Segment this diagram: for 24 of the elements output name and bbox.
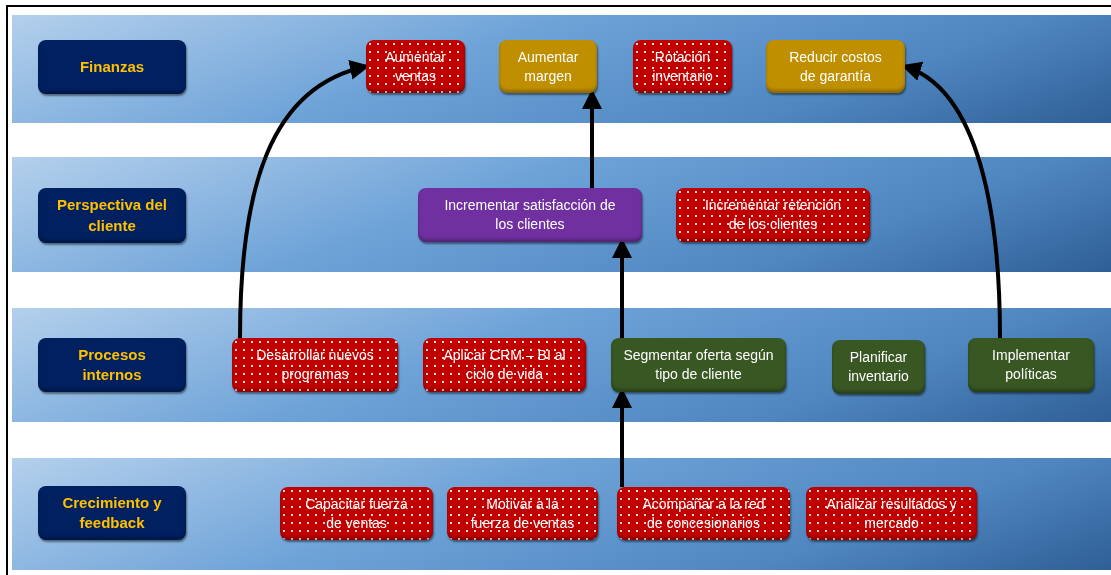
perspective-band bbox=[12, 157, 1111, 272]
objective-box: Aplicar CRM – BI al ciclo de vida bbox=[423, 338, 586, 392]
objective-box: Segmentar oferta según tipo de cliente bbox=[611, 338, 786, 392]
objective-box: Analizar resultados y mercado bbox=[806, 487, 977, 540]
objective-box: Planificar inventario bbox=[832, 340, 925, 394]
perspective-band bbox=[12, 308, 1111, 422]
objective-box: Reducir costos de garantía bbox=[766, 40, 905, 93]
objective-box: Desarrollar nuevos programas bbox=[232, 338, 398, 392]
perspective-label: Procesos internos bbox=[38, 338, 186, 392]
objective-box: Capacitar fuerza de ventas bbox=[280, 487, 433, 540]
perspective-label: Finanzas bbox=[38, 40, 186, 94]
perspective-band bbox=[12, 458, 1111, 570]
arrow bbox=[582, 89, 602, 188]
objective-box: Rotación inventario bbox=[633, 40, 732, 93]
perspective-label: Perspectiva del cliente bbox=[38, 188, 186, 243]
objective-box: Acompañar a la red de concesionarios bbox=[617, 487, 790, 540]
objective-box: Implementar políticas bbox=[968, 338, 1094, 392]
objective-box: Aumentar margen bbox=[499, 40, 597, 93]
perspective-band bbox=[12, 15, 1111, 123]
objective-box: Incrementar retención de los clientes bbox=[676, 188, 870, 242]
objective-box: Aumentar ventas bbox=[366, 40, 465, 93]
objective-box: Motivar a la fuerza de ventas bbox=[447, 487, 598, 540]
perspective-label: Crecimiento y feedback bbox=[38, 486, 186, 540]
objective-box: Incrementar satisfacción de los clientes bbox=[418, 188, 642, 242]
